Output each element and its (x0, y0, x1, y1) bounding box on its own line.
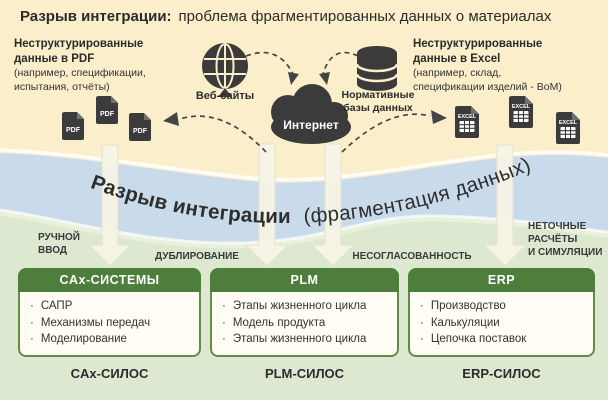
excel-file-icon: EXCEL (556, 112, 580, 144)
pdf-source-note: (например, спецификации, испытания, отчё… (14, 67, 146, 93)
databases-label: Нормативные базы данных (341, 89, 415, 114)
silo-body-erp: Производство Калькуляции Цепочка поставо… (408, 292, 595, 358)
pdf-file-label: PDF (100, 111, 115, 118)
globe-icon (202, 43, 248, 97)
silo-box-cax: CAx-СИСТЕМЫ САПР Механизмы передач Модел… (18, 268, 201, 358)
silo-item: Калькуляции (420, 315, 583, 332)
pdf-file-label: PDF (133, 128, 148, 135)
silo-header-plm: PLM (210, 268, 399, 292)
connector-arrowheads (163, 72, 447, 126)
excel-file-label: EXCEL (559, 120, 578, 126)
connector-internet-to-pdf (179, 115, 267, 153)
connector-internet-to-excel (341, 113, 431, 153)
excel-file-label: EXCEL (512, 104, 531, 110)
pdf-source-heading: Неструктурированные данные в PDF (14, 38, 144, 65)
problem-manual-input: РУЧНОЙ ВВОД (38, 232, 80, 257)
page-title-emphasis: Разрыв интеграции: (20, 8, 172, 25)
arrowhead-to-excel (431, 110, 447, 124)
pdf-file-label: PDF (66, 127, 81, 134)
connector-db-to-internet (322, 51, 359, 75)
silo-item: Этапы жизненного цикла (222, 298, 387, 315)
silo-footers: CAx-СИЛОС PLM-СИЛОС ERP-СИЛОС (18, 366, 595, 381)
problem-inaccurate-calculations: НЕТОЧНЫЕ РАСЧЁТЫ И СИМУЛЯЦИИ (528, 221, 603, 259)
excel-source-heading: Неструктурированные данные в Excel (413, 38, 543, 65)
database-icon (355, 46, 399, 91)
silo-boxes: CAx-СИСТЕМЫ САПР Механизмы передач Модел… (18, 268, 595, 358)
silo-item: САПР (30, 298, 189, 315)
silo-item: Моделирование (30, 331, 189, 348)
silo-footer-erp: ERP-СИЛОС (462, 366, 541, 381)
excel-file-icon: EXCEL (455, 106, 479, 138)
silo-item: Механизмы передач (30, 315, 189, 332)
arrowhead-to-internet-left (288, 72, 299, 85)
internet-cloud-icon (271, 84, 351, 144)
excel-source-note: (например, склад, спецификации изделий -… (413, 67, 562, 93)
silo-header-erp: ERP (408, 268, 595, 292)
pdf-file-icon: PDF (129, 113, 151, 141)
silo-header-cax: CAx-СИСТЕМЫ (18, 268, 201, 292)
excel-source-block: Неструктурированные данные в Excel (напр… (413, 37, 608, 94)
arrowhead-to-internet-right (319, 72, 330, 85)
problem-inconsistency: НЕСОГЛАСОВАННОСТЬ (352, 251, 472, 262)
silo-footer-cax: CAx-СИЛОС (70, 366, 149, 381)
silo-body-cax: САПР Механизмы передач Моделирование (18, 292, 201, 358)
silo-item: Производство (420, 298, 583, 315)
silo-footer-plm: PLM-СИЛОС (264, 366, 345, 381)
silo-box-plm: PLM Этапы жизненного цикла Модель продук… (210, 268, 399, 358)
page-title: Разрыв интеграции: проблема фрагментирова… (20, 8, 551, 25)
gap-arrows (87, 143, 528, 267)
silo-item: Цепочка поставок (420, 331, 583, 348)
page-title-rest: проблема фрагментированных данных о мате… (178, 8, 552, 25)
excel-file-label: EXCEL (458, 114, 477, 120)
down-arrow-inaccurate (482, 144, 528, 267)
problem-duplication: ДУБЛИРОВАНИЕ (155, 251, 239, 262)
pdf-file-icon: PDF (96, 96, 118, 124)
down-arrow-inconsistency (310, 143, 356, 267)
pdf-file-icon: PDF (62, 112, 84, 140)
silo-item: Этапы жизненного цикла (222, 331, 387, 348)
internet-label: Интернет (283, 118, 339, 132)
silo-box-erp: ERP Производство Калькуляции Цепочка пос… (408, 268, 595, 358)
websites-label: Веб-сайты (195, 90, 255, 102)
dashed-connectors (179, 51, 431, 153)
excel-file-icon: EXCEL (509, 96, 533, 128)
pdf-source-block: Неструктурированные данные в PDF (наприм… (14, 37, 214, 94)
down-arrow-duplication (244, 143, 290, 267)
down-arrow-manual-input (87, 144, 133, 267)
connector-web-to-internet (245, 51, 294, 75)
silo-body-plm: Этапы жизненного цикла Модель продукта Э… (210, 292, 399, 358)
arrowhead-to-pdf (163, 112, 179, 126)
silo-item: Модель продукта (222, 315, 387, 332)
